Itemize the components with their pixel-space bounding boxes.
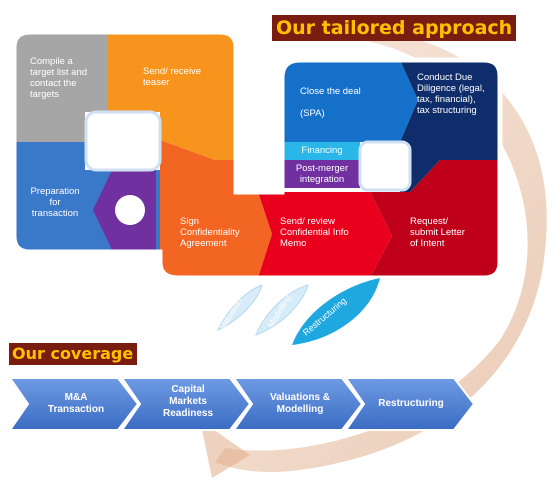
flow-gap-left: [84, 110, 162, 172]
approach-title: Our tailored approach: [272, 15, 517, 41]
coverage-chevron-restructuring[interactable]: [344, 377, 476, 431]
preparation-marker-icon: [115, 195, 145, 225]
coverage-restructuring-label: Restructuring: [378, 398, 444, 409]
step-send-teaser-label: Send/ receive teaser: [143, 66, 202, 88]
step-preparation-label: Preparation for transaction: [30, 186, 80, 219]
coverage-chevron-valuations[interactable]: [232, 377, 364, 431]
coverage-chevrons: [8, 377, 476, 431]
step-due-diligence-label: Conduct Due Diligence (legal, tax, finan…: [417, 72, 485, 116]
swirl-arrow-head: [200, 420, 250, 478]
flow-outline: [11, 29, 503, 281]
step-request-loi-shape: [370, 160, 500, 278]
step-compile-shape: [14, 32, 108, 142]
step-send-review-cim-shape: [258, 192, 392, 278]
step-sign-ca-shape: [160, 140, 272, 278]
flow-gap-right: [358, 140, 412, 192]
coverage-title: Our coverage: [9, 343, 138, 365]
step-request-loi-label: Request/ submit Letter of Intent: [410, 216, 465, 249]
step-post-merger-shape: [284, 160, 360, 188]
coverage-mna-label: M&A Transaction: [47, 392, 105, 415]
coverage-chevron-capital-markets[interactable]: [120, 377, 252, 431]
step-send-teaser-shape: [108, 32, 236, 160]
coverage-chevron-mna[interactable]: [8, 377, 140, 431]
step-due-diligence-shape: [400, 60, 500, 192]
step-financing-shape: [284, 142, 360, 160]
step-post-merger-label: Post-merger integration: [295, 163, 349, 185]
step-sign-ca-label: Sign Confidentiality Agreement: [180, 216, 240, 249]
coverage-valuations-label: Valuations & Modelling: [269, 392, 330, 415]
tag-valuation-shape: [216, 284, 263, 332]
step-close-deal-label: Close the deal (SPA): [300, 86, 361, 119]
step-close-deal-shape: [282, 60, 418, 142]
step-compile-label: Compile a target list and contact the ta…: [30, 56, 88, 100]
tag-financial-modelling-shape: [255, 284, 309, 336]
tag-restructuring-shape: [292, 278, 380, 345]
coverage-capital-markets-label: Capital Markets Readiness: [162, 384, 214, 419]
step-send-review-cim-label: Send/ review Confidential Info Memo: [280, 216, 349, 249]
step-financing-label: Financing: [301, 145, 343, 156]
